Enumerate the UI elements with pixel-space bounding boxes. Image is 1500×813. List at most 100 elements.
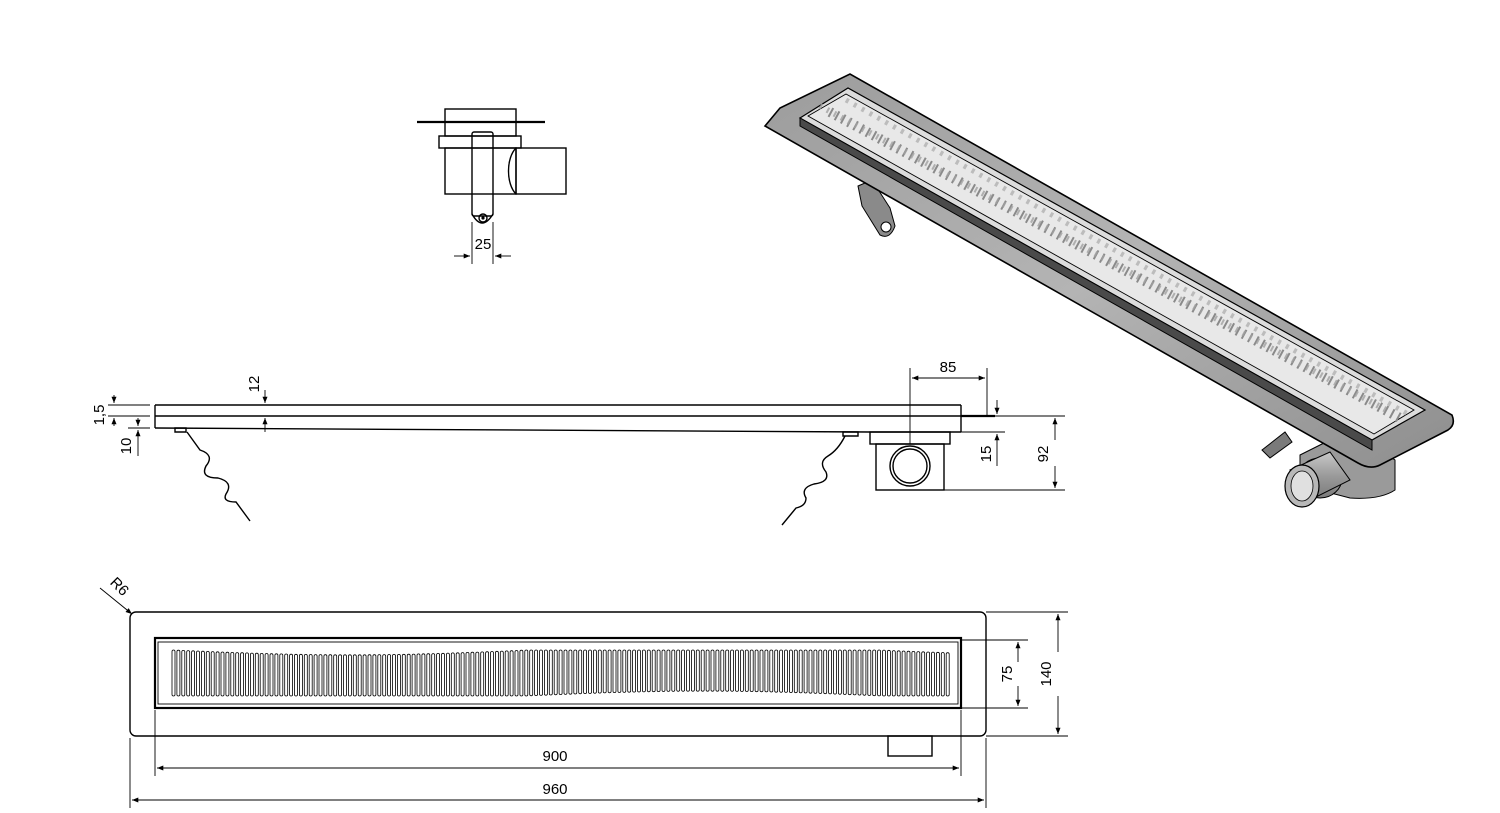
grate-slot	[740, 649, 744, 692]
grate-slot	[695, 649, 700, 692]
grate-slot	[681, 649, 685, 692]
grate-slot	[328, 654, 333, 697]
dim-grate-width: 75	[999, 666, 1016, 683]
grate-slot	[661, 649, 666, 692]
grate-slot	[264, 653, 269, 697]
grate-slot	[764, 649, 769, 693]
grate-slot	[735, 649, 739, 692]
grate-slot	[357, 654, 362, 697]
side-view: 12 1,5 10 85 15 92	[91, 359, 1065, 526]
grate-slot	[921, 651, 926, 697]
grate-slot	[808, 649, 813, 694]
grate-slot	[691, 649, 695, 692]
grate-slot	[504, 650, 509, 697]
grate-slot	[362, 654, 367, 697]
grate-slot	[406, 653, 411, 697]
grate-slot	[465, 652, 470, 697]
grate-slot	[887, 649, 891, 697]
grate-slot	[318, 654, 323, 697]
grate-slot	[847, 649, 852, 696]
grate-slot	[333, 654, 338, 697]
grate-slot	[499, 650, 504, 697]
grate-slot	[725, 649, 730, 692]
dim-grate-depth: 12	[246, 376, 263, 393]
grate-slot	[573, 649, 578, 695]
grate-slot	[230, 652, 235, 697]
grate-slot	[627, 649, 632, 693]
grate-slot	[225, 651, 230, 697]
grate-slot	[730, 649, 734, 692]
grate-slot	[450, 652, 455, 697]
grate-slot	[514, 650, 519, 697]
grate-slot	[191, 650, 196, 697]
grate-slot	[176, 649, 181, 697]
grate-slot	[298, 653, 303, 697]
grate-slot	[818, 649, 823, 694]
grate-slot	[558, 649, 563, 695]
grate-slot	[666, 649, 671, 692]
grate-slot	[602, 649, 607, 694]
grate-slot	[803, 649, 808, 694]
grate-slot	[583, 649, 587, 694]
grate-slot	[588, 649, 592, 694]
dim-flange-thickness: 1,5	[91, 405, 108, 426]
grate-slot	[338, 654, 343, 697]
grate-slot	[284, 653, 289, 697]
grate-slot	[490, 651, 494, 697]
grate-slot	[210, 651, 215, 697]
grate-slot	[205, 651, 210, 697]
grate-slot	[671, 649, 676, 692]
grate-slot	[313, 654, 318, 697]
grate-slot	[842, 649, 847, 695]
grate-slot	[857, 649, 862, 696]
grate-slot	[509, 650, 514, 697]
grate-slot	[519, 649, 524, 697]
grate-slot	[607, 649, 612, 694]
grate-slot	[916, 651, 921, 697]
grate-slot	[308, 654, 313, 697]
grate-slot	[529, 649, 534, 697]
grate-slot	[196, 650, 200, 697]
grate-slot	[710, 649, 715, 692]
grate-slot	[279, 653, 284, 697]
grate-slot	[774, 649, 779, 693]
grate-slot	[906, 650, 911, 697]
grate-slot	[749, 649, 754, 692]
grate-slot	[181, 650, 186, 697]
grate-slot	[617, 649, 622, 693]
grate-slot	[392, 654, 396, 697]
grate-slot	[352, 654, 357, 697]
grate-slot	[539, 649, 543, 696]
grate-slot	[382, 654, 387, 697]
grate-slot	[646, 649, 651, 693]
dim-body-height: 10	[118, 438, 135, 455]
grate-slots	[171, 649, 950, 697]
grate-slot	[347, 654, 352, 697]
grate-slot	[200, 650, 205, 697]
grate-slot	[445, 652, 450, 697]
grate-slot	[470, 651, 475, 697]
grate-slot	[323, 654, 328, 697]
grate-slot	[867, 649, 872, 696]
grate-slot	[936, 651, 940, 697]
grate-slot	[259, 653, 264, 697]
grate-slot	[642, 649, 646, 693]
grate-slot	[784, 649, 788, 693]
grate-slot	[377, 654, 382, 697]
grate-slot	[235, 652, 240, 697]
grate-slot	[485, 651, 490, 697]
grate-slot	[524, 649, 529, 697]
grate-slot	[896, 650, 901, 697]
grate-slot	[931, 651, 935, 697]
grate-slot	[676, 649, 681, 692]
grate-slot	[597, 649, 602, 694]
grate-slot	[862, 649, 867, 696]
grate-slot	[568, 649, 573, 695]
grate-slot	[720, 649, 725, 692]
grate-slot	[553, 649, 558, 696]
grate-slot	[926, 651, 930, 697]
grate-slot	[303, 654, 308, 697]
grate-slot	[779, 649, 783, 693]
grate-slot	[686, 649, 690, 692]
